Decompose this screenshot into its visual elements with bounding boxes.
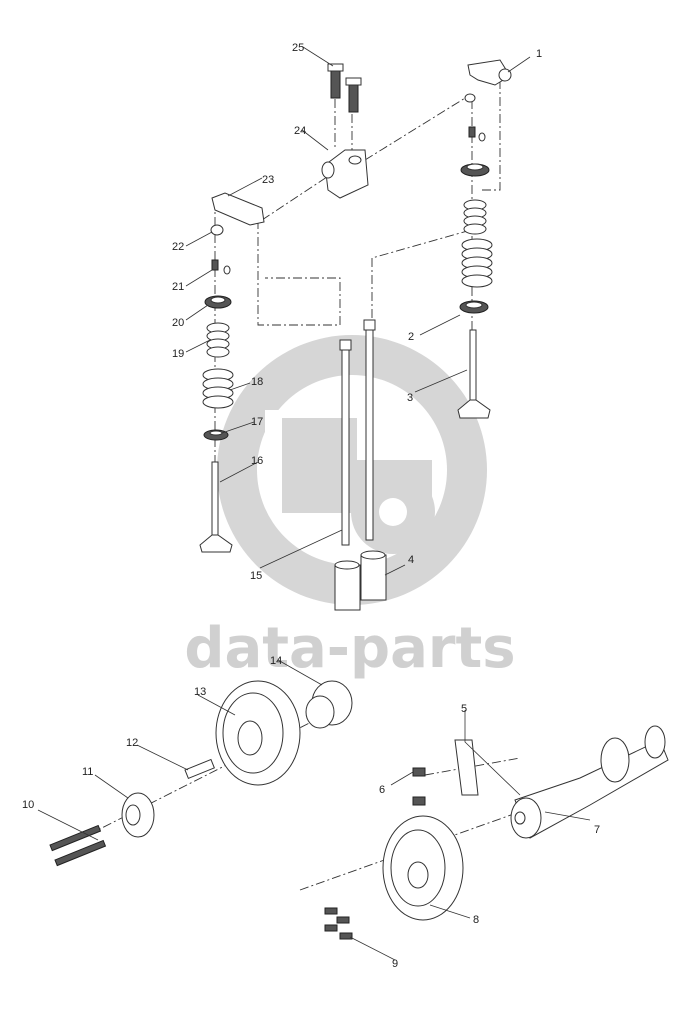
- callout-24: 24: [294, 125, 306, 137]
- callout-20: 20: [172, 317, 184, 329]
- callout-22: 22: [172, 241, 184, 253]
- callout-14: 14: [270, 655, 282, 667]
- callout-16: 16: [251, 455, 263, 467]
- callout-9: 9: [392, 958, 398, 970]
- callout-10: 10: [22, 799, 34, 811]
- callout-23: 23: [262, 174, 274, 186]
- callout-15: 15: [250, 570, 262, 582]
- leader-lines: [37, 46, 591, 961]
- callout-25: 25: [292, 42, 304, 54]
- timing-gear-assembly: [49, 680, 669, 940]
- watermark-text: data-parts: [184, 616, 515, 681]
- callout-18: 18: [251, 376, 263, 388]
- callout-5: 5: [461, 703, 467, 715]
- callout-19: 19: [172, 348, 184, 360]
- callout-6: 6: [379, 784, 385, 796]
- callout-7: 7: [594, 824, 600, 836]
- valve-train-assembly: [199, 59, 512, 611]
- callout-13: 13: [194, 686, 206, 698]
- callout-21: 21: [172, 281, 184, 293]
- callout-3: 3: [407, 392, 413, 404]
- callout-4: 4: [408, 554, 414, 566]
- callout-1: 1: [536, 48, 542, 60]
- callout-17: 17: [251, 416, 263, 428]
- callout-2: 2: [408, 331, 414, 343]
- callout-8: 8: [473, 914, 479, 926]
- callout-11: 11: [82, 766, 93, 778]
- callout-12: 12: [126, 737, 138, 749]
